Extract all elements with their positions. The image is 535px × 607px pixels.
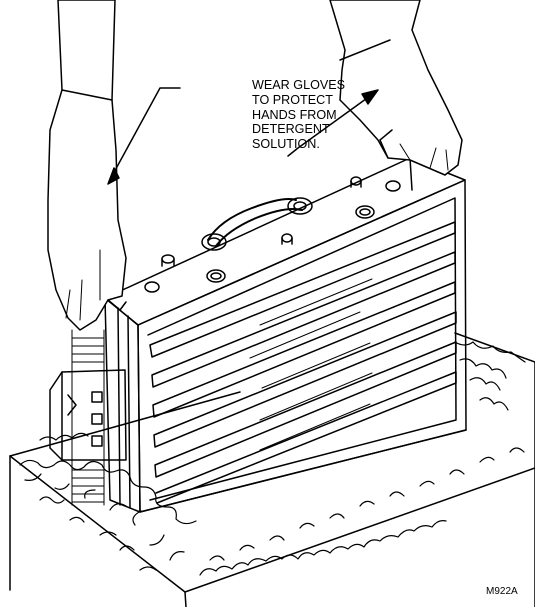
callout-line: TO PROTECT <box>252 92 333 107</box>
cell-top-fixtures <box>144 176 401 293</box>
filter-cell <box>104 157 467 513</box>
left-gloved-hand <box>47 0 127 331</box>
cell-handle <box>201 197 313 251</box>
callout-line: HANDS FROM <box>252 107 337 122</box>
figure-id: M922A <box>486 586 518 597</box>
callout-leaders <box>107 87 379 185</box>
collector-plates <box>149 221 457 504</box>
callout-line: DETERGENT <box>252 122 330 137</box>
callout-line: SOLUTION. <box>252 137 320 152</box>
callout-text: WEAR GLOVES TO PROTECT HANDS FROM DETERG… <box>252 78 345 152</box>
ribbed-side <box>71 329 105 506</box>
detergent-foam <box>19 341 526 576</box>
callout-line: WEAR GLOVES <box>252 78 346 92</box>
right-gloved-hand <box>329 0 463 176</box>
end-plate <box>49 369 127 461</box>
